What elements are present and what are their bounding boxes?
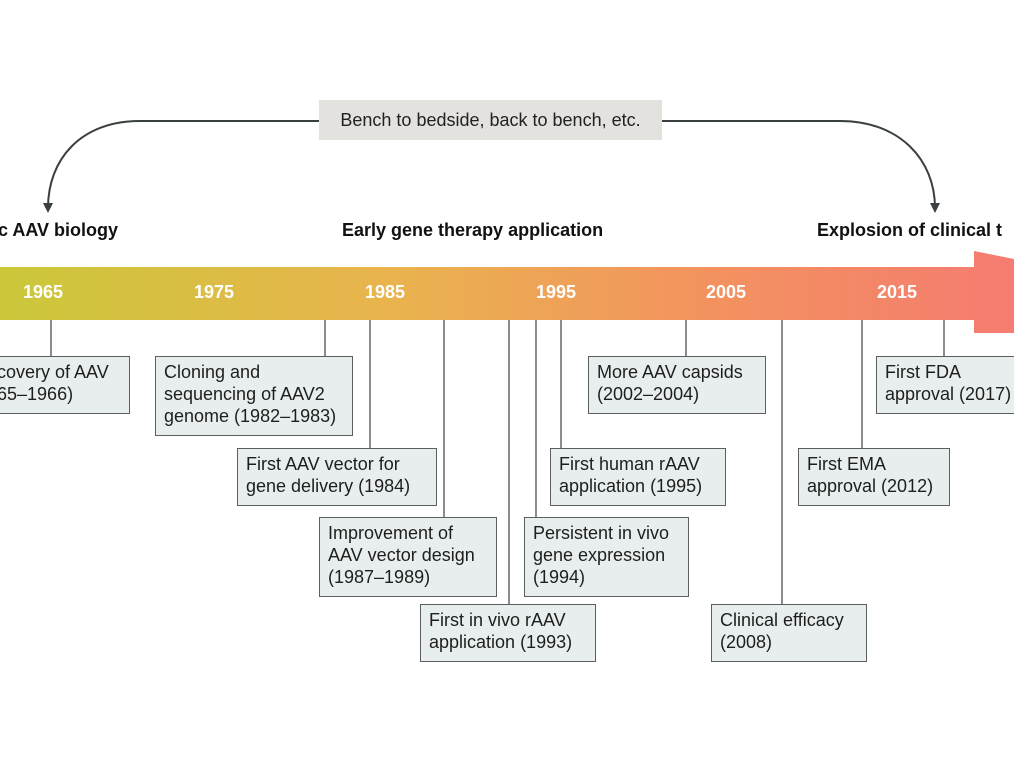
event-first-in-vivo-raav: First in vivo rAAV application (1993) — [420, 604, 596, 662]
year-label: 1985 — [365, 282, 406, 302]
timeline-arrow-bar — [0, 251, 1014, 333]
event-discovery-of-aav: covery of AAV 65–1966) — [0, 356, 130, 414]
connector-lines — [50, 320, 945, 604]
event-first-human-raav: First human rAAV application (1995) — [550, 448, 726, 506]
event-persistent-gene-expression: Persistent in vivo gene expression (1994… — [524, 517, 689, 597]
era-label-basic-biology: c AAV biology — [0, 220, 119, 240]
feedback-arrow-left — [43, 120, 319, 213]
feedback-arrow-right — [662, 120, 940, 213]
event-clinical-efficacy: Clinical efficacy (2008) — [711, 604, 867, 662]
year-label: 2015 — [877, 282, 918, 302]
year-label: 2005 — [706, 282, 747, 302]
year-label: 1995 — [536, 282, 577, 302]
event-first-aav-vector: First AAV vector for gene delivery (1984… — [237, 448, 437, 506]
event-first-ema-approval: First EMA approval (2012) — [798, 448, 950, 506]
event-first-fda-approval: First FDA approval (2017) — [876, 356, 1014, 414]
year-label: 1965 — [23, 282, 64, 302]
year-label: 1975 — [194, 282, 235, 302]
event-cloning-aav2-genome: Cloning and sequencing of AAV2 genome (1… — [155, 356, 353, 436]
event-vector-design-improvement: Improvement of AAV vector design (1987–1… — [319, 517, 497, 597]
era-label-early-gene-therapy: Early gene therapy application — [342, 220, 604, 240]
event-more-aav-capsids: More AAV capsids (2002–2004) — [588, 356, 766, 414]
bench-to-bedside-banner: Bench to bedside, back to bench, etc. — [319, 100, 662, 140]
era-label-clinical-explosion: Explosion of clinical t — [817, 220, 1003, 240]
